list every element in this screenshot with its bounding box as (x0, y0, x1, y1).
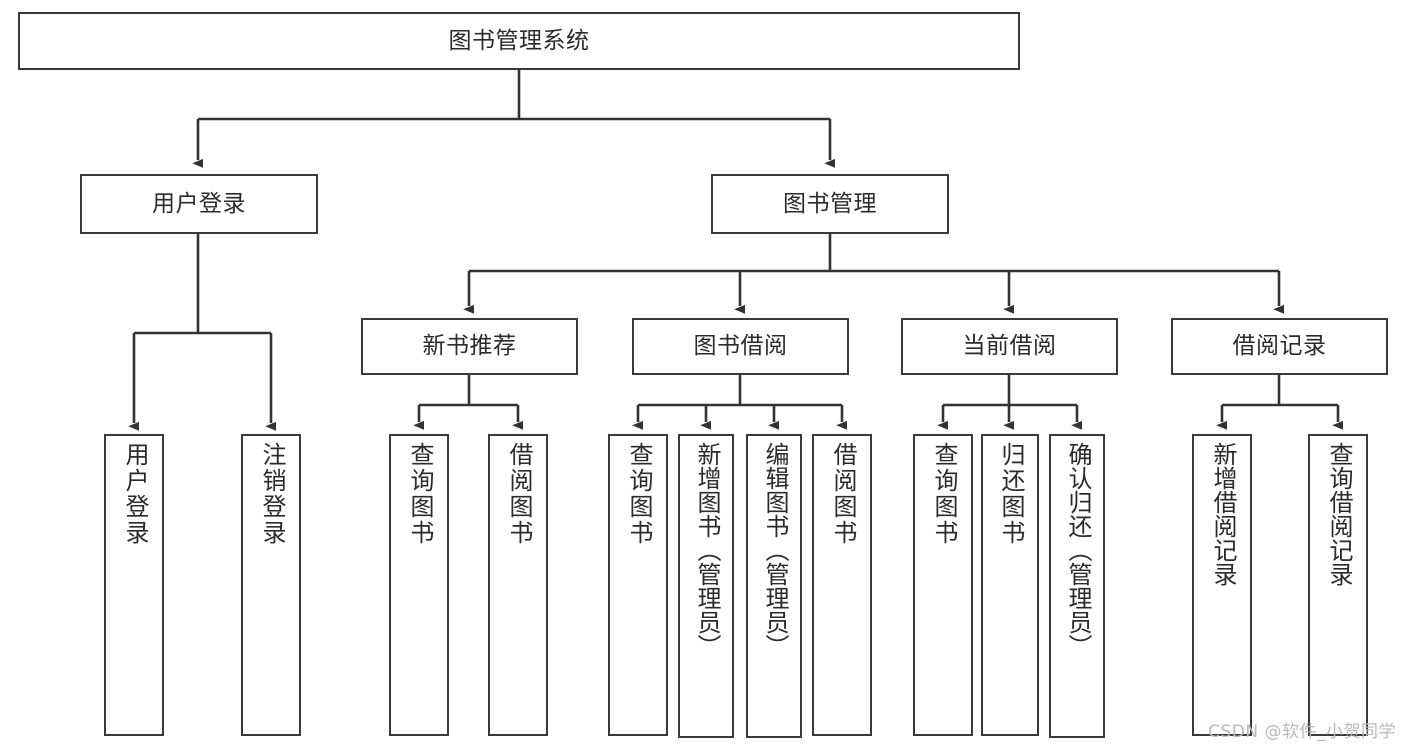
leaf-return-book[interactable]: 归还图书 (981, 434, 1039, 736)
node-label: 图书借阅 (693, 333, 788, 360)
leaf-query-borrow-record[interactable]: 查询借阅记录 (1308, 434, 1368, 736)
leaf-user-login[interactable]: 用户登录 (104, 434, 164, 736)
node-label: 借阅图书 (504, 442, 533, 546)
node-label: 新增借阅记录 (1208, 442, 1237, 586)
node-label: 查询借阅记录 (1324, 442, 1353, 586)
node-book-management[interactable]: 图书管理 (711, 174, 949, 234)
node-label: 图书管理 (783, 190, 877, 217)
node-label: 用户登录 (152, 190, 246, 217)
leaf-query-book-borrow[interactable]: 查询图书 (608, 434, 668, 736)
leaf-add-book-admin[interactable]: 新增图书（管理员） (678, 434, 734, 738)
leaf-logout[interactable]: 注销登录 (241, 434, 301, 736)
leaf-add-borrow-record[interactable]: 新增借阅记录 (1192, 434, 1252, 736)
node-label: 查询图书 (405, 442, 434, 546)
node-label: 查询图书 (929, 442, 958, 546)
node-label: 注销登录 (257, 442, 286, 546)
leaf-borrow-book[interactable]: 借阅图书 (812, 434, 872, 736)
node-label: 借阅记录 (1232, 333, 1327, 360)
node-label: 用户登录 (120, 442, 149, 546)
leaf-query-book-current[interactable]: 查询图书 (913, 434, 973, 736)
node-book-borrow[interactable]: 图书借阅 (632, 318, 849, 375)
node-label: 借阅图书 (828, 442, 857, 546)
node-current-borrow[interactable]: 当前借阅 (901, 318, 1118, 375)
leaf-edit-book-admin[interactable]: 编辑图书（管理员） (746, 434, 802, 738)
node-label: 确认归还（管理员） (1063, 442, 1092, 658)
leaf-confirm-return-admin[interactable]: 确认归还（管理员） (1049, 434, 1105, 738)
node-label: 新书推荐 (422, 333, 517, 360)
node-new-book-recommend[interactable]: 新书推荐 (361, 318, 578, 375)
node-user-login[interactable]: 用户登录 (80, 174, 318, 234)
watermark-text: CSDN @软件_小贺同学 (1208, 722, 1396, 742)
node-borrow-record[interactable]: 借阅记录 (1171, 318, 1388, 375)
leaf-borrow-book-recommend[interactable]: 借阅图书 (488, 434, 548, 736)
node-root-system[interactable]: 图书管理系统 (18, 12, 1020, 70)
node-label: 图书管理系统 (448, 27, 590, 54)
node-label: 新增图书（管理员） (692, 442, 721, 658)
node-label: 归还图书 (996, 442, 1025, 546)
node-label: 查询图书 (624, 442, 653, 546)
leaf-query-book-recommend[interactable]: 查询图书 (389, 434, 449, 736)
node-label: 当前借阅 (962, 333, 1057, 360)
node-label: 编辑图书（管理员） (760, 442, 789, 658)
